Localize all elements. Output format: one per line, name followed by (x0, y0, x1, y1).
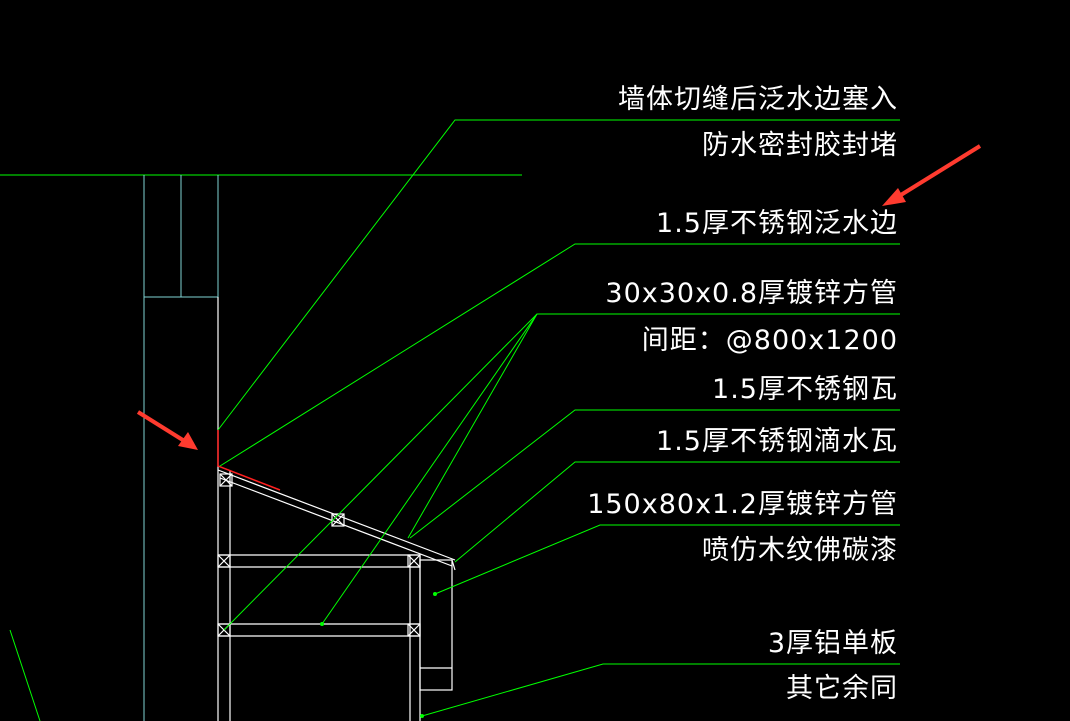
annotation-flashing: 1.5厚不锈钢泛水边 (656, 208, 898, 239)
leader-dots (320, 592, 437, 718)
annotation-drip-tile: 1.5厚不锈钢滴水瓦 (656, 426, 898, 457)
steel-frame (217, 297, 456, 721)
wall-section (0, 174, 522, 721)
annotation-large-tube-line1: 150x80x1.2厚镀锌方管 (587, 489, 898, 520)
flashing (217, 430, 281, 491)
annotation-square-tube-line2: 间距：@800x1200 (642, 325, 898, 356)
annotation-sealant-line2: 防水密封胶封堵 (702, 130, 898, 161)
annotations: 墙体切缝后泛水边塞入 防水密封胶封堵 1.5厚不锈钢泛水边 30x30x0.8厚… (587, 84, 898, 704)
annotation-square-tube-line1: 30x30x0.8厚镀锌方管 (605, 278, 898, 309)
annotation-aluminium-line2: 其它余同 (786, 673, 898, 704)
red-arrow-icon (882, 144, 982, 206)
annotation-sealant-line1: 墙体切缝后泛水边塞入 (618, 84, 898, 115)
annotation-roof-tile: 1.5厚不锈钢瓦 (712, 374, 898, 405)
annotation-aluminium-line1: 3厚铝单板 (768, 628, 898, 659)
red-arrow-icon (136, 410, 198, 450)
annotation-large-tube-line2: 喷仿木纹佛碳漆 (702, 535, 898, 566)
leader-lines (9, 119, 900, 721)
